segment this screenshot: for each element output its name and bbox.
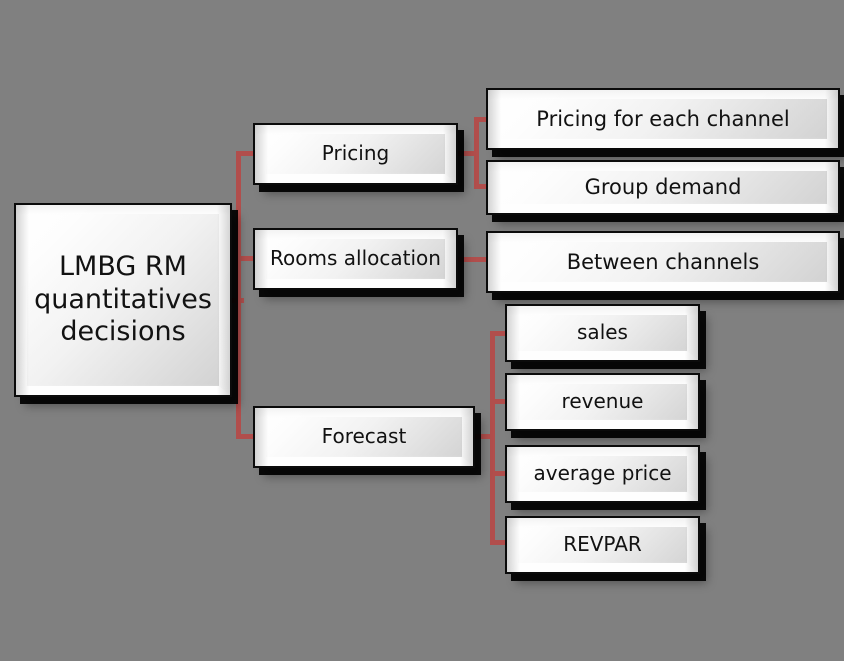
- node-average-price[interactable]: average price: [505, 445, 700, 503]
- connector-pricing-vertical: [474, 117, 479, 189]
- node-revenue[interactable]: revenue: [505, 373, 700, 431]
- connector-pricing-to-group-demand: [474, 184, 490, 189]
- node-root-label: LMBG RM quantitatives decisions: [34, 250, 212, 348]
- connector-forecast-to-revenue: [490, 399, 508, 404]
- node-root[interactable]: LMBG RM quantitatives decisions: [14, 203, 232, 397]
- node-group-demand[interactable]: Group demand: [486, 160, 840, 215]
- node-group-demand-label: Group demand: [584, 175, 742, 200]
- node-pricing-for-each-channel[interactable]: Pricing for each channel: [486, 88, 840, 150]
- node-pricing-for-each-channel-label: Pricing for each channel: [536, 106, 790, 131]
- connector-forecast-to-revpar: [490, 540, 508, 545]
- node-rooms-allocation-label: Rooms allocation: [270, 246, 441, 271]
- connector-rooms-to-between-channels: [456, 257, 490, 262]
- node-pricing-label: Pricing: [321, 141, 390, 166]
- node-forecast[interactable]: Forecast: [253, 406, 475, 468]
- connector-trunk-to-rooms-allocation: [236, 256, 257, 261]
- node-forecast-label: Forecast: [321, 424, 407, 449]
- node-revenue-label: revenue: [561, 389, 644, 414]
- connector-pricing-to-each-channel: [474, 117, 490, 122]
- node-revpar[interactable]: REVPAR: [505, 516, 700, 574]
- node-rooms-allocation[interactable]: Rooms allocation: [253, 228, 458, 290]
- connector-trunk-to-forecast: [236, 434, 257, 439]
- node-between-channels[interactable]: Between channels: [486, 231, 840, 293]
- connector-pricing-stub: [456, 151, 478, 156]
- node-sales[interactable]: sales: [505, 304, 700, 362]
- node-pricing[interactable]: Pricing: [253, 123, 458, 185]
- connector-forecast-stub: [473, 434, 495, 439]
- connector-forecast-vertical: [490, 331, 495, 545]
- connector-trunk-to-pricing: [236, 151, 257, 156]
- node-revpar-label: REVPAR: [563, 532, 642, 557]
- node-between-channels-label: Between channels: [566, 249, 760, 274]
- connector-trunk-vertical: [236, 153, 241, 438]
- connector-forecast-to-sales: [490, 331, 508, 336]
- connector-forecast-to-average-price: [490, 471, 508, 476]
- node-sales-label: sales: [577, 320, 628, 345]
- node-average-price-label: average price: [533, 461, 672, 486]
